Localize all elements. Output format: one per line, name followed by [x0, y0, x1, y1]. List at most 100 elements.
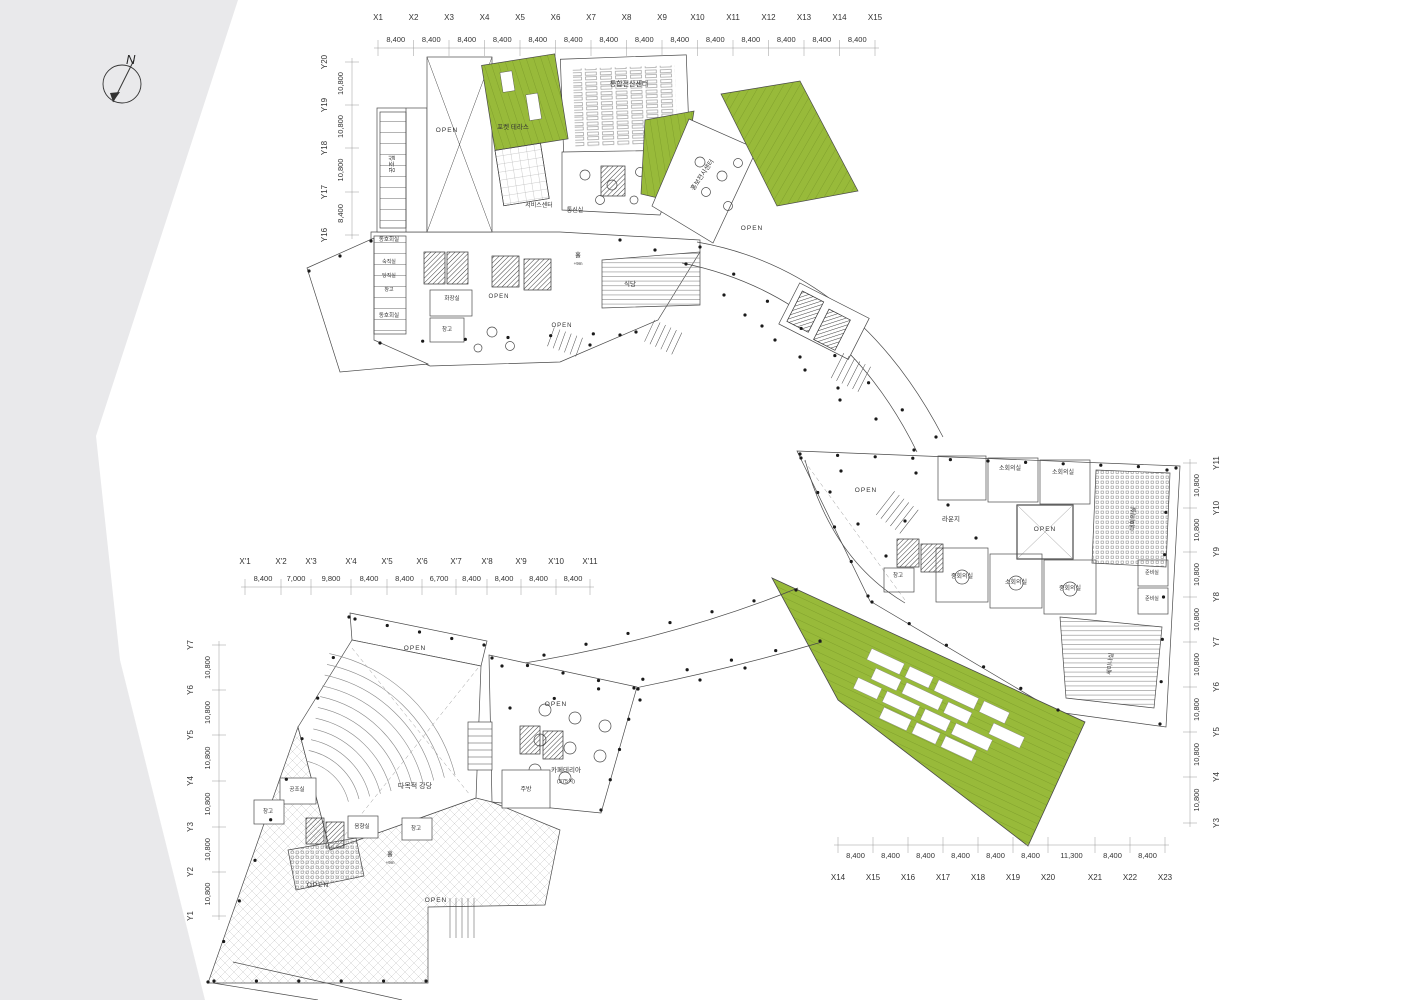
elevator-core	[896, 538, 920, 568]
terrace-grid	[494, 142, 550, 207]
room-label: 소회의실	[1052, 468, 1074, 476]
dim-label: 10,800	[203, 883, 212, 906]
dim-label: 10,800	[1192, 789, 1201, 812]
dim-label: 8,400	[528, 35, 547, 44]
open-label: OPEN	[425, 897, 447, 904]
meeting-room	[935, 547, 989, 603]
column-dot	[944, 643, 949, 647]
dim-label: 8,400	[1103, 851, 1122, 860]
room-label: 창고	[411, 824, 421, 832]
grid-label: X18	[971, 873, 986, 882]
dim-label: 10,800	[1192, 563, 1201, 586]
room-label: 동호회실	[379, 235, 399, 243]
column-dot	[421, 339, 425, 343]
dim-label: 10,800	[1192, 743, 1201, 766]
column-dot	[549, 334, 553, 338]
column-dot	[634, 330, 638, 334]
grid-label: Y8	[1212, 592, 1221, 602]
column-dot	[599, 808, 603, 812]
elevator-core	[305, 817, 325, 845]
hall-seating	[287, 837, 365, 891]
seminar-seating	[1059, 616, 1163, 709]
meeting-room	[989, 553, 1043, 609]
elevator-core	[600, 165, 626, 197]
dim-label: 8,400	[564, 574, 583, 583]
grid-label: X'2	[275, 557, 287, 566]
table	[486, 326, 498, 338]
dim-label: 8,400	[529, 574, 548, 583]
grid-label: Y6	[1212, 682, 1221, 692]
stairs	[830, 353, 871, 392]
column-dot	[617, 747, 622, 752]
column-dot	[836, 453, 840, 457]
construction-line	[799, 454, 906, 601]
auditorium-seating	[306, 653, 456, 802]
column-dot	[596, 687, 601, 691]
meeting-room	[1039, 459, 1091, 505]
column-dot	[684, 262, 688, 266]
dim-label: 11,300	[1060, 851, 1082, 860]
dim-label: 6,700	[430, 574, 449, 583]
column-dot	[588, 343, 592, 347]
column-dot	[636, 687, 640, 691]
elevator-core	[523, 258, 552, 291]
column-dot	[353, 617, 357, 621]
column-dot	[911, 456, 915, 460]
column-dot	[307, 269, 311, 273]
room-label: 소회의실	[1005, 578, 1027, 586]
column-dot	[912, 448, 916, 452]
dim-label: 10,800	[203, 747, 212, 770]
table	[579, 169, 591, 181]
grid-label: X19	[1006, 873, 1021, 882]
kitchen	[501, 769, 551, 809]
column-dot	[934, 435, 938, 439]
grid-label: Y3	[186, 822, 195, 832]
dim-label: 8,400	[951, 851, 970, 860]
pr-center-wing	[651, 118, 758, 244]
column-dot	[618, 333, 622, 337]
seat-arc	[326, 664, 445, 778]
table	[595, 195, 605, 205]
dim-label: 9,800	[322, 574, 341, 583]
column-dot	[385, 623, 389, 628]
storage-room	[429, 317, 465, 343]
grid-label: Y11	[1212, 456, 1221, 470]
grid-label: Y1	[186, 911, 195, 921]
grid-label: X21	[1088, 873, 1103, 882]
room-label: 통합전산센터	[610, 79, 649, 88]
column-dot	[974, 536, 978, 540]
column-dot	[900, 408, 904, 412]
column-dot	[838, 398, 842, 402]
column-dot	[632, 686, 636, 690]
dim-label: 10,800	[203, 701, 212, 724]
storage-room	[883, 567, 915, 593]
column-dot	[874, 417, 878, 421]
column-dot	[1160, 637, 1164, 641]
elevator-core	[542, 730, 564, 760]
column-dot	[638, 698, 642, 702]
room-label: 포켓 테라스	[497, 122, 529, 131]
grid-label: X4	[480, 13, 490, 22]
table	[473, 343, 483, 353]
column-dot	[618, 238, 622, 242]
column-dot	[870, 600, 874, 604]
column-dot	[417, 630, 422, 634]
open-label: OPEN	[404, 645, 426, 652]
room-label: 창고	[384, 286, 394, 293]
grid-label: Y4	[186, 776, 195, 786]
column-dot	[253, 858, 257, 862]
column-dot	[884, 554, 888, 558]
dim-label: 8,400	[1021, 851, 1040, 860]
column-dot	[986, 459, 990, 463]
seat-arc	[329, 653, 456, 776]
grid-label: X7	[586, 13, 596, 22]
column-dot	[1159, 680, 1163, 684]
grid-label: Y9	[1212, 547, 1221, 557]
grid-label: X'5	[381, 557, 393, 566]
column-dot	[849, 559, 853, 564]
grid-label: X20	[1041, 873, 1056, 882]
column-dot	[982, 665, 986, 669]
column-dot	[907, 622, 911, 626]
club-rooms	[373, 235, 407, 335]
dim-label: 8,400	[395, 574, 414, 583]
